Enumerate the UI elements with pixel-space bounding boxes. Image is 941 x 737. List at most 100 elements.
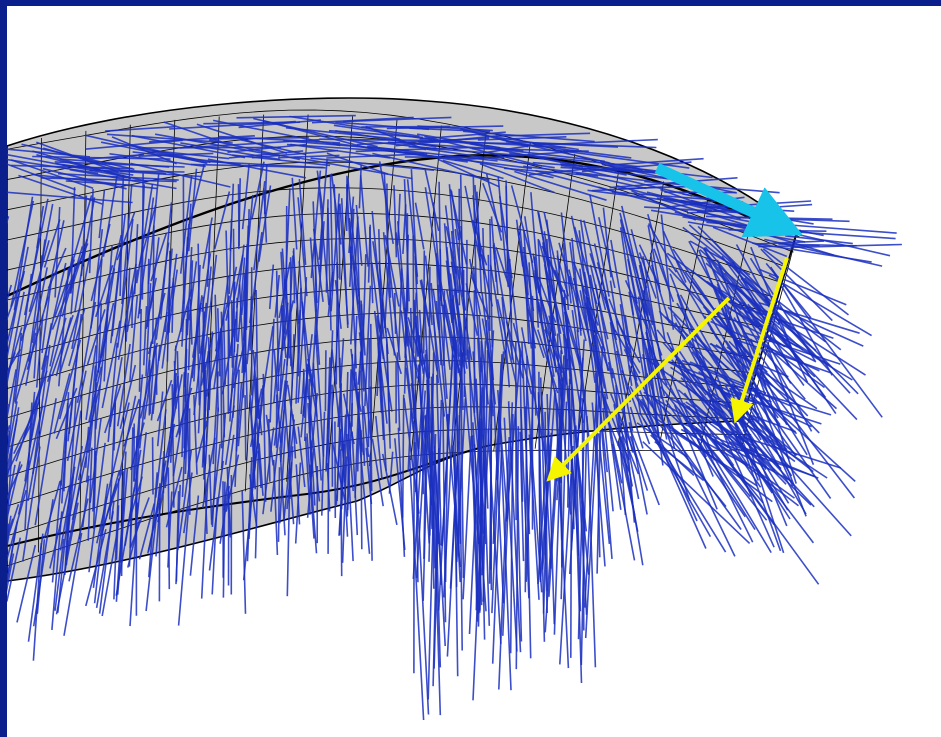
hair-strand [442,402,447,623]
hair-strand [315,335,325,457]
hair-strand [493,242,515,364]
hair-strand [744,277,851,394]
hair-strand [167,467,171,590]
hair-strand [385,338,391,432]
hair-strand [157,423,176,523]
hair-strand [639,400,707,549]
hair-strand [179,175,193,274]
hair-strand [377,342,383,414]
hair-strand [69,168,177,190]
hair-strand [371,438,384,507]
hair-strand [173,360,177,409]
hair-strand [238,119,321,129]
hair-strand [520,409,530,599]
hair-strand [418,309,424,365]
hair-strand [7,430,11,467]
hair-strand [386,183,389,242]
hair-strand [280,305,287,358]
hair-strand [253,181,266,271]
hair-strand [432,289,440,331]
hair-strand [58,267,70,387]
hair-strand [442,359,458,598]
hair-strand [119,170,202,178]
hair-strand [207,337,211,388]
hair-strand [468,395,482,635]
hair-strand [736,407,785,554]
hair-strand [31,267,48,344]
hair-strand [268,264,275,310]
hair-strand [618,185,689,190]
hair-strand [388,451,394,494]
hair-strand [7,518,14,541]
hair-strand [137,197,155,319]
hair-strand [163,121,224,144]
hair-strand [624,314,642,414]
hair-strand [336,262,341,389]
hair-strand [18,174,103,205]
hair-strands [7,114,902,721]
hair-strand [647,213,669,286]
hair-strand [232,343,239,418]
hair-strand [408,455,425,721]
hair-strand [223,434,235,511]
hair-strand [737,339,831,374]
hair-strand [310,440,316,506]
hair-strand [286,384,298,445]
hair-strand [300,367,309,438]
hair-strand [284,400,295,525]
hair-strand [340,449,343,577]
hair-strand [667,423,773,503]
hair-strand [7,503,20,543]
hair-strand [27,239,46,362]
hair-strand [712,226,788,258]
hair-strand [277,467,281,542]
hair-strand [326,152,389,175]
hair-strand [433,445,446,647]
hair-strand [593,334,608,422]
hair-strand [28,240,50,313]
hair-strand [652,397,697,439]
hair-strand [333,124,440,142]
hair-strand [193,302,208,416]
hair-strand [528,262,535,369]
hair-strand [169,120,296,130]
mesh-line [7,360,758,448]
hair-strand [228,150,304,159]
hair-strand [51,479,62,583]
hair-strand [196,329,201,406]
hair-strand [278,154,340,159]
hair-strand [7,489,27,562]
hair-strand [622,226,651,316]
hair-strand [237,184,240,247]
hair-strand [51,511,63,631]
hair-strand [86,309,106,366]
hair-strand [10,200,35,308]
hair-strand [146,258,150,328]
hair-strand [269,318,275,423]
hair-strand [118,395,137,476]
hair-strand [87,447,93,541]
hair-strand [765,262,812,319]
hair-strand [130,162,231,188]
hair-strand [607,361,634,487]
hair-strand [43,219,61,268]
hair-strand [659,386,768,521]
hair-strand [183,472,193,534]
hair-strand [604,157,704,167]
hair-strand [211,498,219,595]
hair-strand [563,290,572,385]
hair-strand [183,349,188,449]
hair-strand [49,484,71,569]
hair-strand [108,400,117,520]
hair-strand [359,175,369,267]
hair-strand [348,369,352,437]
hair-strand [378,229,383,340]
hair-strand [361,254,367,372]
hair-strand [598,217,616,289]
hair-strand [20,284,41,342]
hair-strand [231,300,234,368]
hair-strand [98,500,115,614]
hair-strand [127,476,143,526]
hair-strand [638,252,657,299]
hair-strand [477,133,579,151]
